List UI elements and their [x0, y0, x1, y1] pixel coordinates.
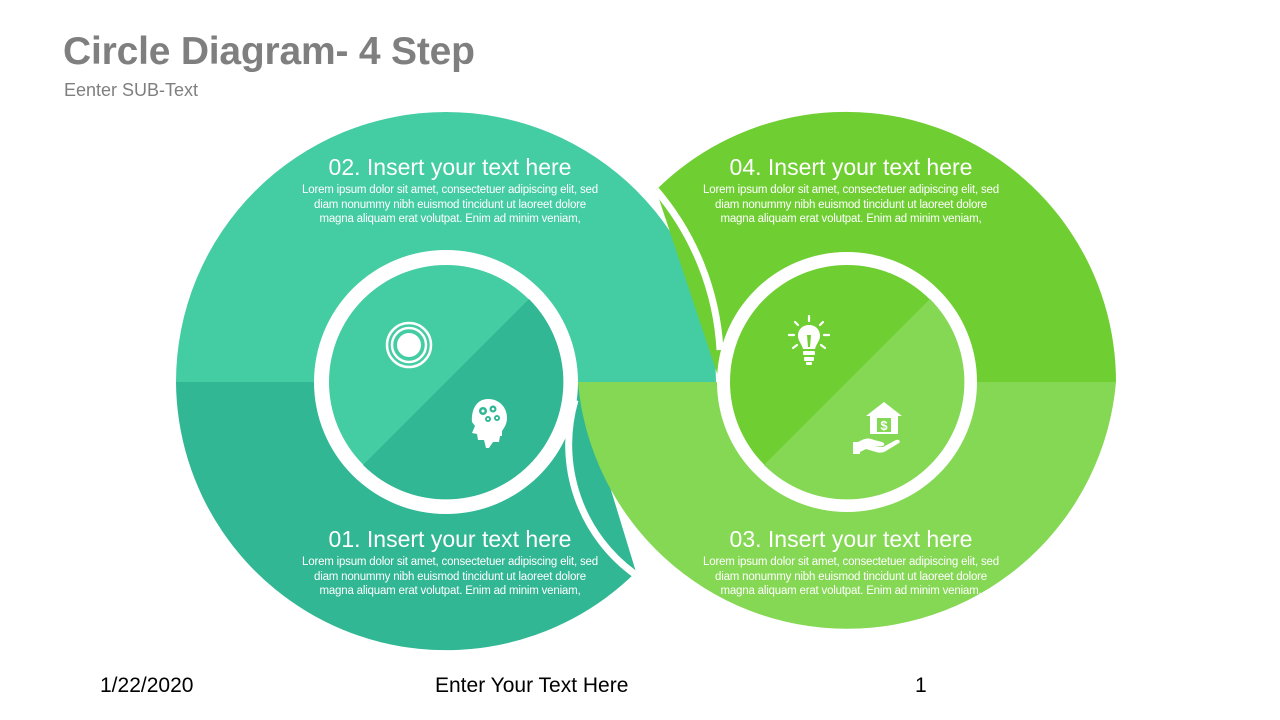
step-01-text: 01. Insert your text here Lorem ipsum do… — [300, 525, 600, 599]
step-03-body: Lorem ipsum dolor sit amet, consectetuer… — [703, 556, 999, 597]
step-01-segment — [176, 382, 636, 651]
step-02-heading: 02. Insert your text here — [328, 154, 572, 180]
lightbulb-icon — [787, 314, 831, 365]
ring-separator-bottom — [565, 399, 639, 578]
head-gears-icon — [471, 399, 507, 448]
left-inner-disc-bottom — [363, 299, 564, 500]
target-icon — [385, 321, 433, 369]
right-inner-disc-bottom — [764, 299, 965, 500]
footer-page-number: 1 — [915, 674, 927, 697]
step-04-heading: 04. Insert your text here — [729, 154, 973, 180]
ring-separator-left — [653, 187, 724, 351]
step-02-text: 02. Insert your text here Lorem ipsum do… — [300, 153, 600, 227]
step-03-heading: 03. Insert your text here — [729, 526, 973, 552]
step-02-segment — [176, 112, 716, 382]
step-02-body: Lorem ipsum dolor sit amet, consectetuer… — [302, 184, 598, 225]
house-hand-dollar-icon: $ — [853, 402, 902, 454]
svg-text:$: $ — [880, 418, 888, 433]
step-04-body: Lorem ipsum dolor sit amet, consectetuer… — [703, 184, 999, 225]
step-01-body: Lorem ipsum dolor sit amet, consectetuer… — [302, 556, 598, 597]
footer-center-text: Enter Your Text Here — [435, 674, 629, 697]
step-03-text: 03. Insert your text here Lorem ipsum do… — [701, 525, 1001, 599]
slide-title: Circle Diagram- 4 Step — [63, 30, 475, 73]
slide-subtitle: Eenter SUB-Text — [64, 80, 199, 100]
step-04-text: 04. Insert your text here Lorem ipsum do… — [701, 153, 1001, 227]
step-01-heading: 01. Insert your text here — [328, 526, 572, 552]
footer-date: 1/22/2020 — [100, 674, 194, 697]
